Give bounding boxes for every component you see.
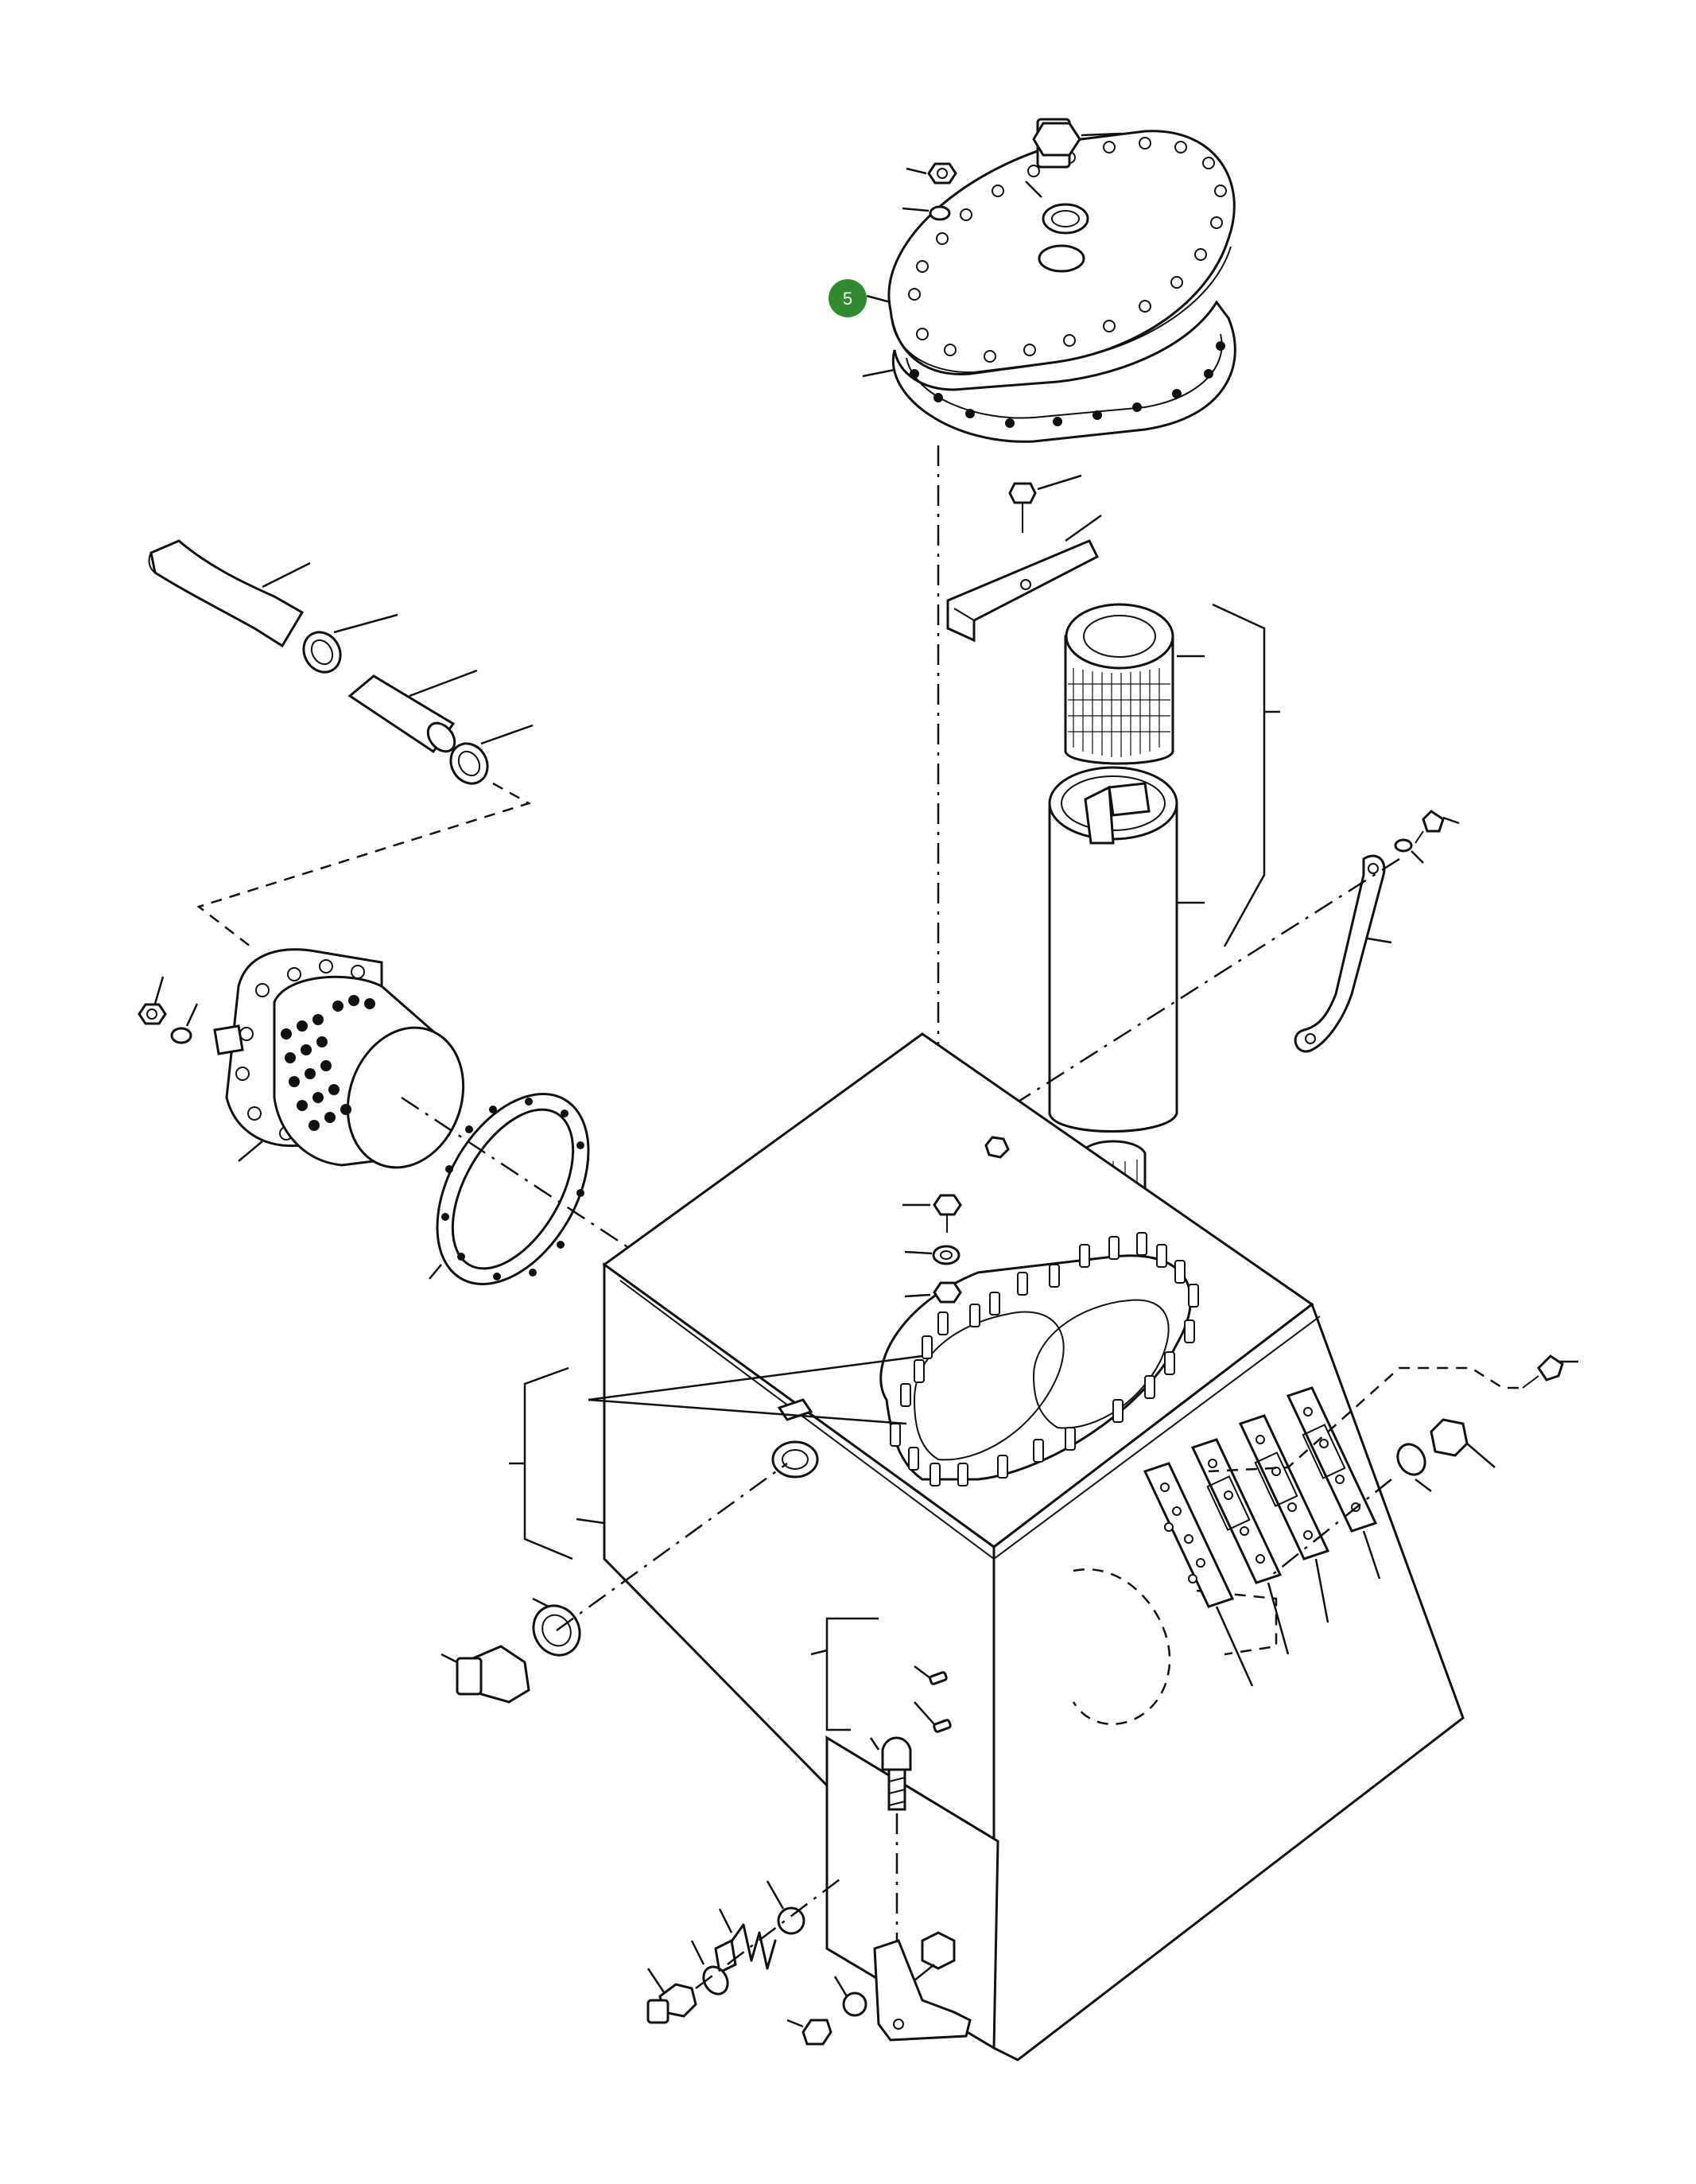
cover-nut bbox=[906, 162, 957, 185]
valve-washer bbox=[690, 1940, 729, 1996]
suction-strainer bbox=[213, 948, 465, 1169]
cover-plate-3 bbox=[1238, 1414, 1330, 1623]
cover-plate-2 bbox=[1190, 1438, 1290, 1655]
setscrew-2 bbox=[914, 1701, 952, 1733]
callout-5[interactable]: 5 bbox=[829, 279, 891, 317]
strainer-gasket bbox=[429, 1093, 590, 1285]
screw-right bbox=[1522, 1354, 1578, 1389]
cover-plate-1 bbox=[1143, 1462, 1254, 1687]
ball-lower bbox=[833, 1976, 867, 2017]
filter-element bbox=[1064, 603, 1205, 765]
support-arm bbox=[1294, 854, 1392, 1053]
callout-label: 5 bbox=[843, 289, 852, 309]
arm-washer bbox=[1394, 838, 1424, 864]
suction-pipe bbox=[148, 539, 311, 648]
arm-bolt bbox=[1415, 810, 1460, 844]
hose-clamp-lower bbox=[449, 724, 534, 785]
hose bbox=[347, 669, 478, 754]
drain-plug bbox=[440, 1645, 530, 1704]
hydraulic-tank bbox=[602, 1032, 1465, 2062]
setscrew-1 bbox=[914, 1665, 948, 1685]
ball bbox=[766, 1880, 805, 1935]
callout-badge bbox=[829, 279, 867, 317]
long-bolt bbox=[869, 1736, 912, 1811]
cover-plate-4 bbox=[1286, 1386, 1381, 1580]
angle-bracket bbox=[946, 514, 1102, 643]
opening-studs bbox=[890, 1232, 1199, 1486]
mounting-bracket bbox=[873, 1931, 972, 2042]
strainer-washer bbox=[170, 1003, 199, 1044]
tank-cover-plate bbox=[887, 130, 1236, 443]
stud-lock-nut bbox=[904, 1281, 962, 1304]
plug-washer-right bbox=[1396, 1443, 1432, 1492]
valve-plug bbox=[646, 1968, 697, 2024]
bracket-bolt bbox=[1008, 474, 1082, 533]
cover-lock-washer bbox=[902, 205, 951, 221]
hose-clamp-upper bbox=[302, 613, 398, 674]
stud-nut bbox=[902, 1194, 962, 1233]
cover-washer bbox=[1025, 181, 1089, 235]
stud-washer bbox=[904, 1245, 961, 1265]
hex-nut-lower bbox=[786, 2019, 832, 2046]
plug-right bbox=[1430, 1418, 1496, 1468]
spring bbox=[714, 1908, 777, 1975]
cover-bolt bbox=[1032, 118, 1122, 169]
strainer-nut bbox=[138, 976, 167, 1025]
